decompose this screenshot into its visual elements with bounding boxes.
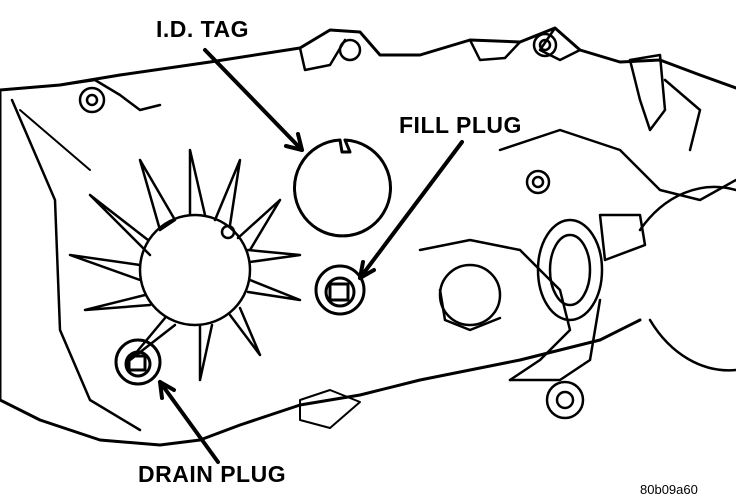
id-tag-arrow (203, 48, 304, 152)
fill-plug (314, 264, 366, 316)
case-outline (0, 26, 736, 447)
ribbed-cover (68, 148, 302, 382)
drain-plug (114, 338, 162, 386)
id-tag-label: I.D. TAG (156, 16, 250, 42)
fill-plug-label: FILL PLUG (399, 112, 522, 138)
figure-code: 80b09a60 (640, 482, 698, 497)
front-housing (299, 53, 736, 429)
drain-plug-label: DRAIN PLUG (138, 461, 287, 487)
fill-plug-arrow (358, 140, 464, 280)
leader-arrows (158, 48, 464, 464)
drain-plug-arrow (158, 380, 220, 464)
top-bolts (78, 32, 558, 195)
id-tag (293, 138, 392, 238)
